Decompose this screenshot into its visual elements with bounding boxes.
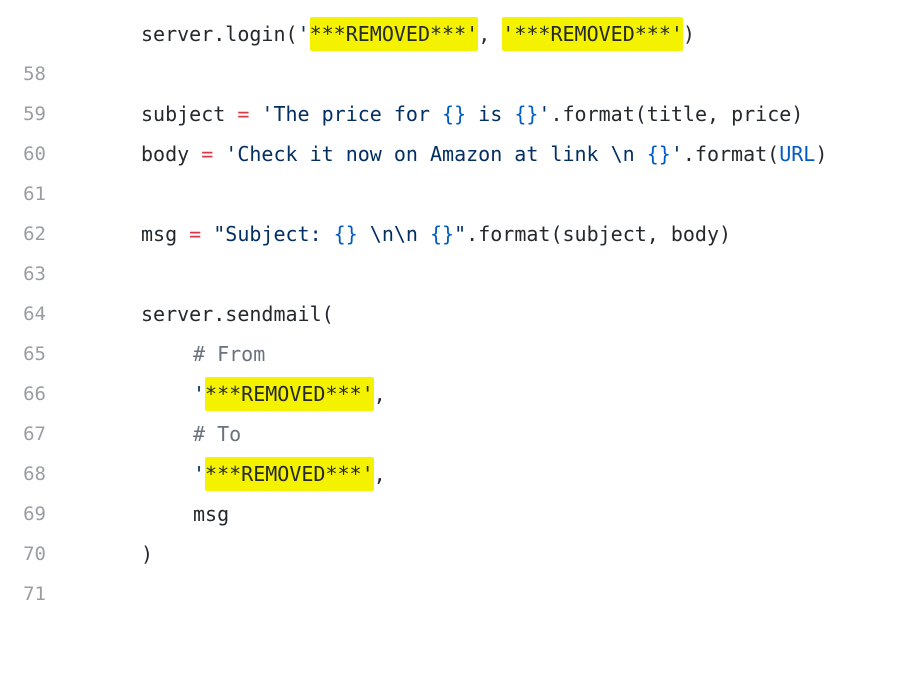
code-text: server.sendmail( (141, 302, 334, 326)
redacted-highlight: ***REMOVED***' (309, 17, 479, 51)
code-line-62: 62 (0, 174, 903, 245)
code-text: '***REMOVED***', (193, 454, 386, 494)
line-number: 61 (23, 183, 46, 205)
code-line-70: 70 msg (0, 494, 903, 565)
code-line-69: 69 '***REMOVED***', (0, 454, 903, 525)
code-line-63: 63 msg = "Subject: {} \n\n {}".format(su… (0, 214, 903, 285)
line-number: 68 (23, 463, 46, 485)
code-line-66: 66 # From (0, 334, 903, 405)
code-line-58: 58 server.login('***REMOVED***', '***REM… (0, 14, 903, 85)
line-number: 65 (23, 343, 46, 365)
code-line-60: 60 subject = 'The price for {} is {}'.fo… (0, 94, 903, 165)
line-number: 70 (23, 543, 46, 565)
code-text: body = 'Check it now on Amazon at link \… (141, 142, 828, 166)
line-number: 63 (23, 263, 46, 285)
code-view: 58 server.login('***REMOVED***', '***REM… (0, 14, 903, 605)
code-text: subject = 'The price for {} is {}'.forma… (141, 102, 804, 126)
code-line-67: 67 '***REMOVED***', (0, 374, 903, 445)
line-number: 66 (23, 383, 46, 405)
code-line-64: 64 (0, 254, 903, 325)
line-number: 60 (23, 143, 46, 165)
line-number: 59 (23, 103, 46, 125)
code-line-68: 68 # To (0, 414, 903, 485)
redacted-highlight: '***REMOVED***' (502, 17, 683, 51)
code-line-71: 71 ) (0, 534, 903, 605)
code-comment: # From (193, 342, 266, 366)
line-number: 62 (23, 223, 46, 245)
redacted-highlight: ***REMOVED***' (205, 457, 374, 491)
redacted-highlight: ***REMOVED***' (205, 377, 374, 411)
code-comment: # To (193, 422, 242, 446)
line-number: 67 (23, 423, 46, 445)
code-text: msg (193, 502, 230, 526)
code-text: server.login('***REMOVED***', '***REMOVE… (141, 14, 695, 54)
line-number: 58 (23, 63, 46, 85)
code-line-65: 65 server.sendmail( (0, 294, 903, 365)
line-number: 64 (23, 303, 46, 325)
code-text: msg = "Subject: {} \n\n {}".format(subje… (141, 222, 732, 246)
code-line-61: 61 body = 'Check it now on Amazon at lin… (0, 134, 903, 205)
code-text: ) (141, 542, 154, 566)
line-number: 69 (23, 503, 46, 525)
code-line-59: 59 (0, 54, 903, 125)
line-number: 71 (23, 583, 46, 605)
code-text: '***REMOVED***', (193, 374, 386, 414)
